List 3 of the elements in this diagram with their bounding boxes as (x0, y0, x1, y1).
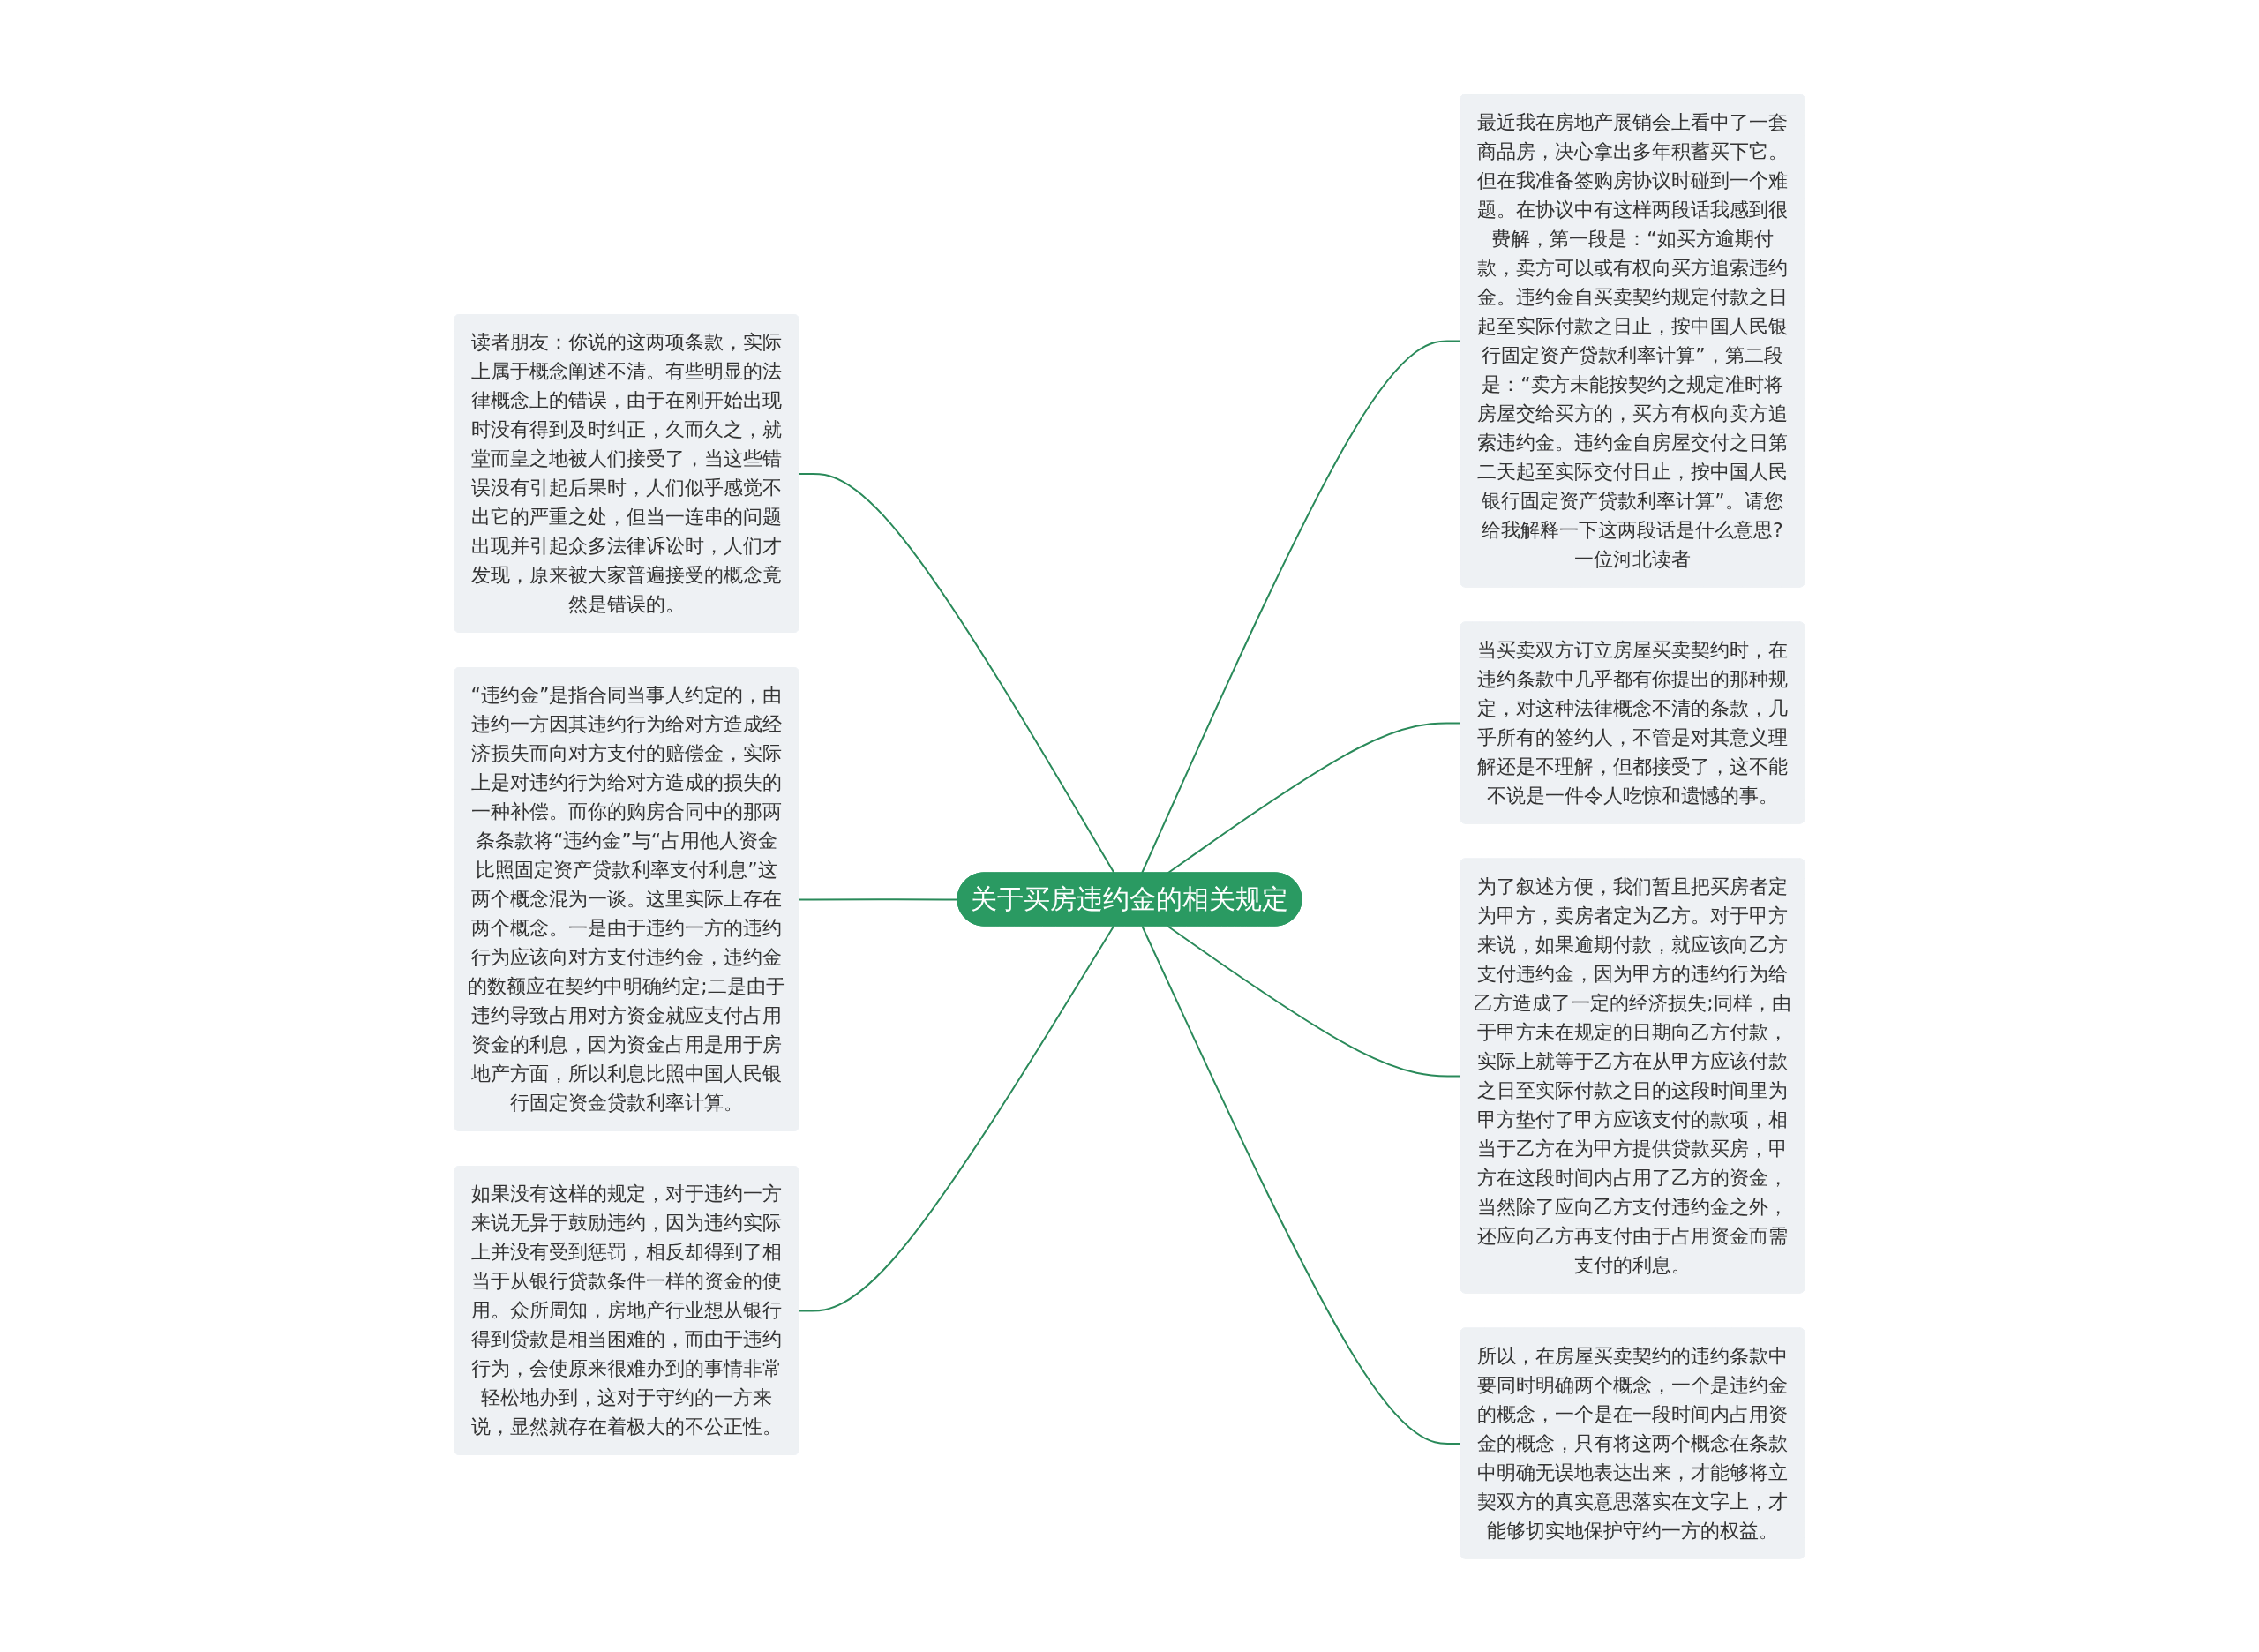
connector (798, 925, 1115, 1311)
connector (798, 472, 1115, 874)
connector (798, 897, 959, 900)
